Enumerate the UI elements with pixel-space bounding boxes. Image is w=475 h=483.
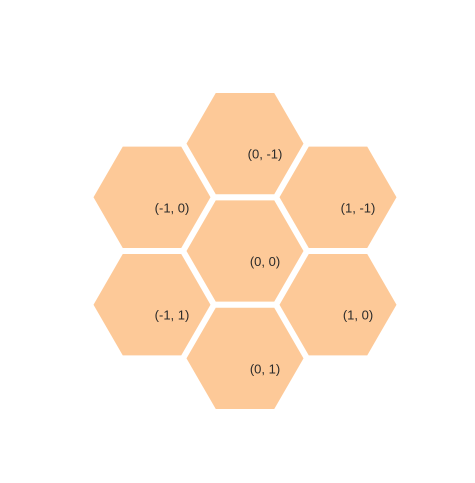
hex-shape xyxy=(93,254,211,356)
hex-coordinate-label: (-1, 1) xyxy=(155,308,190,323)
hex-shape xyxy=(279,254,397,356)
hex-shape xyxy=(93,146,211,248)
hex-cell: (0, -1) xyxy=(186,92,304,195)
hex-cell: (1, -1) xyxy=(279,146,397,248)
hex-cells: (0, -1) (-1, 0) (1, -1) (0, 0) (-1, 1) (1, 0)… xyxy=(93,92,397,410)
hex-shape xyxy=(279,146,397,248)
hex-shape xyxy=(186,307,304,410)
hex-cell: (0, 0) xyxy=(186,200,304,302)
hex-shape xyxy=(186,200,304,302)
hex-coordinate-label: (0, -1) xyxy=(248,147,283,162)
hex-cell: (-1, 0) xyxy=(93,146,211,248)
hex-coordinate-label: (-1, 0) xyxy=(155,200,190,215)
hex-coordinate-label: (0, 1) xyxy=(250,361,280,376)
hex-cell: (0, 1) xyxy=(186,307,304,410)
hex-coordinate-label: (0, 0) xyxy=(250,254,280,269)
hex-cell: (1, 0) xyxy=(279,254,397,356)
hex-shape xyxy=(186,92,304,195)
hex-coordinate-label: (1, -1) xyxy=(341,200,376,215)
hex-coordinate-label: (1, 0) xyxy=(343,308,373,323)
hex-cell: (-1, 1) xyxy=(93,254,211,356)
